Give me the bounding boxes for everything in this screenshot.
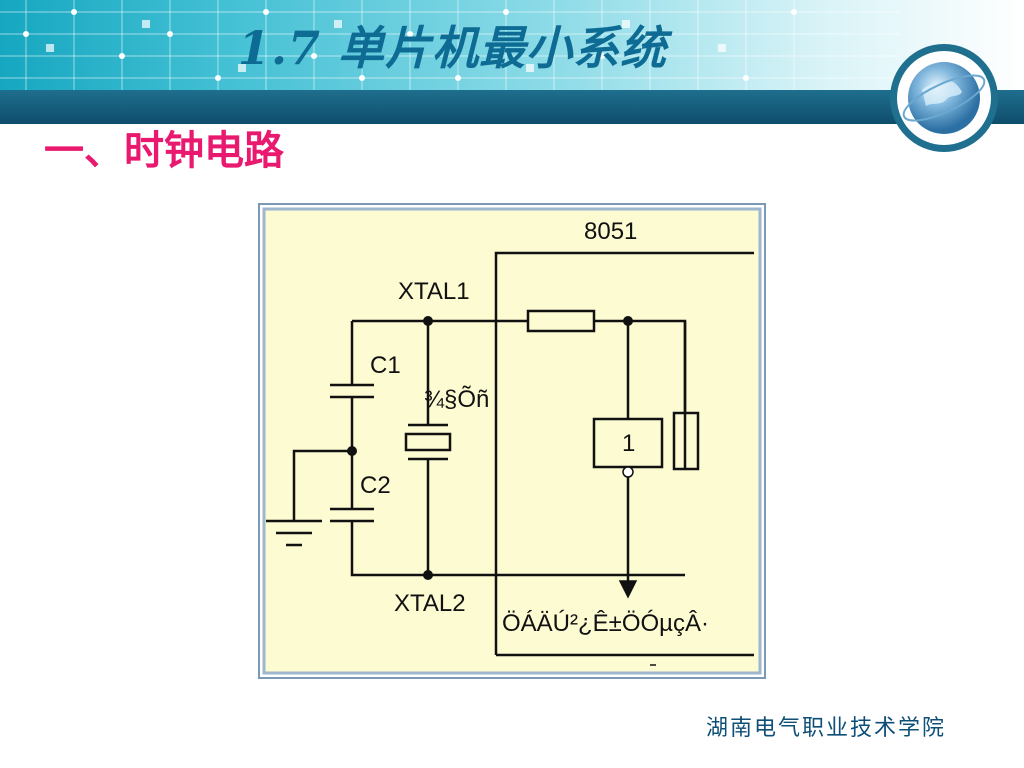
internal-clock-label: ÖÁÄÚ²¿Ê±ÖÓµçÂ·: [502, 610, 709, 637]
header-bar: [0, 90, 1024, 124]
header-grid-pattern: [0, 0, 900, 90]
globe-icon: [888, 42, 1000, 154]
crystal-label: ¾§Õñ: [424, 385, 489, 413]
xtal1-label: XTAL1: [398, 278, 470, 305]
inverter-label: 1: [622, 430, 635, 457]
xtal2-label: XTAL2: [394, 590, 466, 617]
header-band: [0, 0, 1024, 90]
clock-circuit-diagram: 8051 XTAL1 XTAL2 C1 C2 ¾§Õñ 1 ÖÁÄÚ²¿Ê±ÖÓ…: [258, 203, 766, 679]
chip-label: 8051: [584, 218, 637, 245]
footer-school-name: 湖南电气职业技术学院: [706, 716, 947, 741]
c2-label: C2: [360, 472, 391, 499]
slide-title: 1.7 单片机最小系统: [238, 21, 668, 75]
section-heading: 一、时钟电路: [44, 127, 284, 174]
c1-label: C1: [370, 352, 401, 379]
chip-outline: [494, 251, 754, 655]
